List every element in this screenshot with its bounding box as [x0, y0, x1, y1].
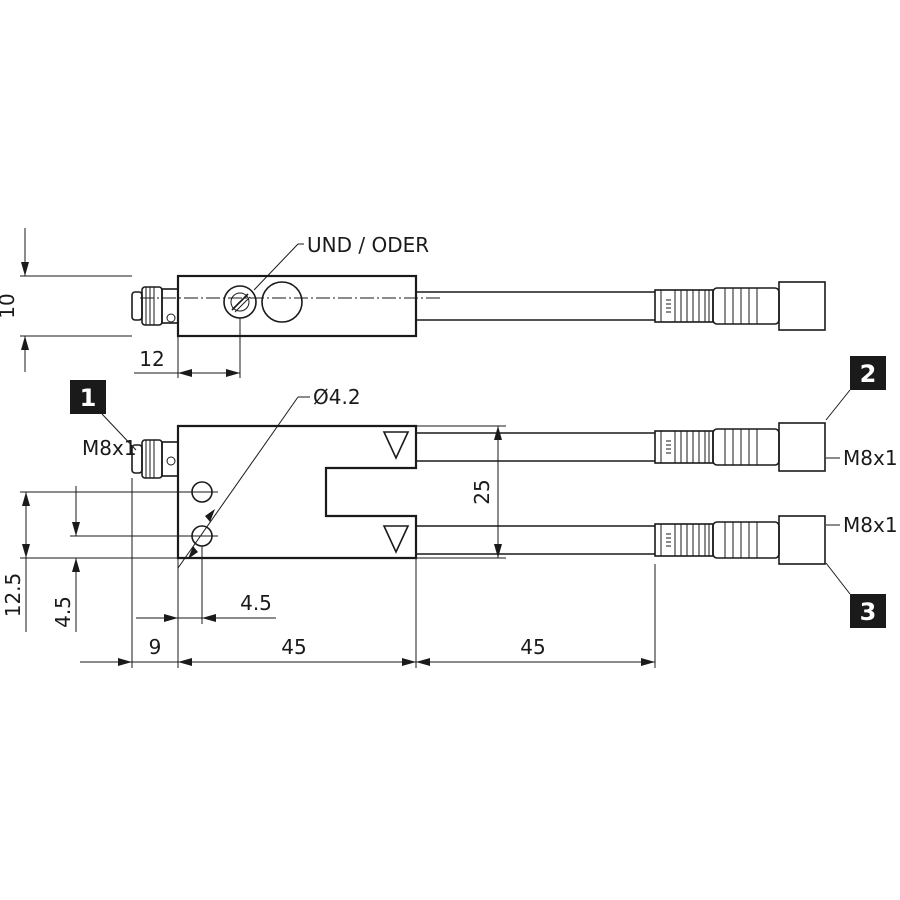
badge-1-text: 1 [80, 384, 97, 412]
dim-offset-9: 9 [149, 635, 162, 659]
badge-3-text: 3 [860, 598, 877, 626]
dim-height-10: 10 [0, 293, 19, 318]
badge-1 [70, 380, 106, 414]
dim-gap-25: 25 [470, 479, 494, 504]
dim-left-12-5: 12.5 [1, 573, 25, 618]
label-m8x1-right-top: M8x1 [843, 446, 898, 470]
label-diameter: Ø4.2 [313, 385, 361, 409]
dim-width-12: 12 [139, 347, 164, 371]
dim-length-45-a: 45 [281, 635, 306, 659]
label-und-oder: UND / ODER [307, 233, 429, 257]
badge-2-text: 2 [860, 360, 877, 388]
side-view: 10 UND / ODER 12 [0, 228, 826, 378]
front-view: 1 M8x1 Ø4.2 2 M8x1 [1, 356, 898, 668]
label-m8x1-right-bottom: M8x1 [843, 513, 898, 537]
dim-length-45-b: 45 [520, 635, 545, 659]
dim-hole-4-5: 4.5 [240, 591, 272, 615]
dim-left-4-5: 4.5 [51, 596, 75, 628]
label-m8x1-left: M8x1 [82, 436, 137, 460]
badge-2 [850, 356, 886, 390]
badge-3 [850, 594, 886, 628]
